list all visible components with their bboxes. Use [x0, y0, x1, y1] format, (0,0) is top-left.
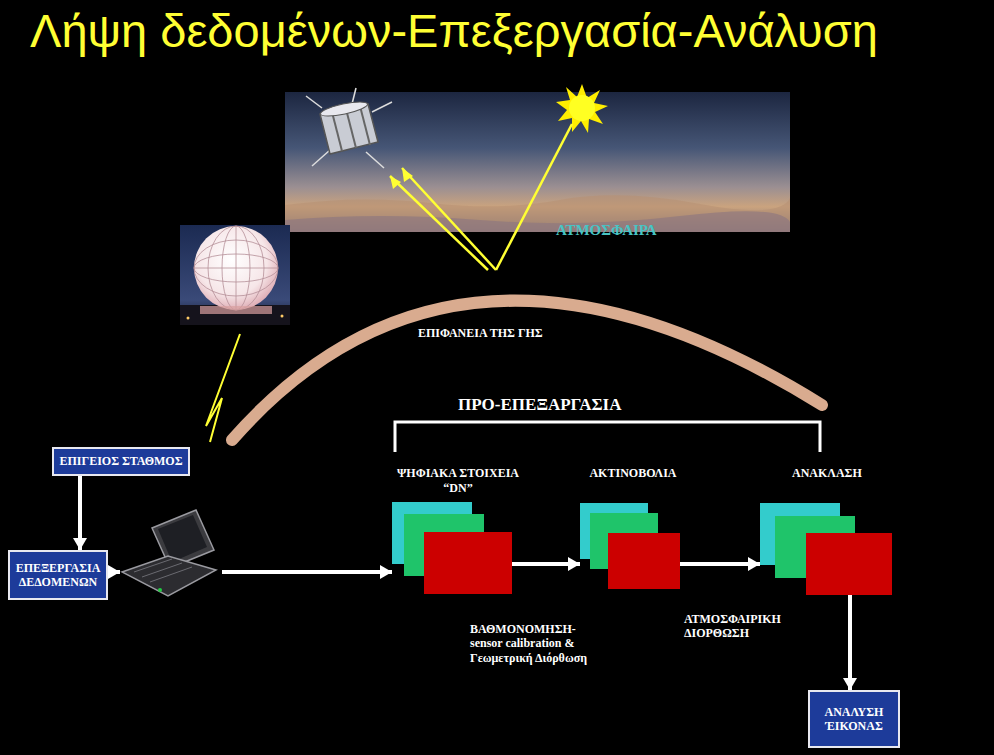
bracket-label: ΠΡΟ-ΕΠΕΞΑΡΓΑΣΙΑ — [458, 395, 621, 415]
arrow-head — [843, 678, 857, 690]
flow-arrow — [843, 595, 857, 690]
box-text: ΑΝΑΛΥΣΗ ΈΙΚΟΝΑΣ — [814, 705, 894, 734]
edge-label: ΒΑΘΜΟΝΟΜΗΣΗ- sensor calibration & Γεωμετ… — [470, 622, 602, 665]
downlink-zigzag — [206, 334, 240, 442]
arrow-head — [380, 565, 392, 579]
flow-arrow — [108, 565, 392, 579]
band-square — [608, 533, 680, 589]
image-bands — [392, 502, 512, 594]
preprocessing-bracket — [395, 422, 820, 452]
laptop-icon — [122, 510, 216, 596]
image-stack-node: ΑΚΤΙΝΟΒΟΛΙΑ — [578, 466, 688, 589]
process-box: ΕΠΕΞΕΡΓΑΣΙΑ ΔΕΔΟΜΕΝΩΝ — [8, 550, 108, 600]
image-stack-node: ΑΝΑΚΛΑΣΗ — [760, 466, 894, 595]
box-text: ΕΠΙΓΕΙΟΣ ΣΤΑΘΜΟΣ — [60, 454, 183, 468]
arrow-head — [568, 557, 580, 571]
flow-arrow — [680, 557, 760, 571]
band-square — [424, 532, 512, 594]
band-square — [806, 533, 892, 595]
arrow-head — [108, 565, 120, 579]
analysis-box: ΑΝΑΛΥΣΗ ΈΙΚΟΝΑΣ — [808, 690, 900, 748]
surface-label: ΕΠΙΦΑΝΕΙΑ ΤΗΣ ΓΗΣ — [418, 326, 543, 340]
image-bands — [580, 503, 680, 589]
flow-arrow — [512, 557, 580, 571]
stack-heading: ΑΚΤΙΝΟΒΟΛΙΑ — [578, 466, 688, 481]
arrow-line — [108, 570, 392, 574]
edge-label: ΑΤΜΟΣΦΑΙΡΙΚΗ ΔΙΟΡΘΩΣΗ — [684, 612, 796, 641]
station-box: ΕΠΙΓΕΙΟΣ ΣΤΑΘΜΟΣ — [52, 447, 190, 476]
radiation-rays — [390, 124, 572, 270]
arrow-head — [73, 538, 87, 550]
sun-icon — [556, 84, 608, 133]
atmosphere-label: ΑΤΜΟΣΦΑΙΡΑ — [556, 221, 657, 239]
arrow-line — [848, 595, 852, 690]
ground-station-photo — [180, 225, 290, 325]
flow-arrow — [73, 476, 87, 550]
earth-surface-arc — [232, 301, 822, 440]
arrow-head — [748, 557, 760, 571]
image-stack-node: ΨΗΦΙΑΚΑ ΣΤΟΙΧΕΙΑ “DN” — [388, 466, 528, 594]
image-bands — [760, 503, 892, 595]
diagram-title: Λήψη δεδομένων-Επεξεργασία-Ανάλυση — [30, 4, 878, 58]
stack-heading: ΨΗΦΙΑΚΑ ΣΤΟΙΧΕΙΑ “DN” — [388, 466, 528, 496]
box-text: ΕΠΕΞΕΡΓΑΣΙΑ ΔΕΔΟΜΕΝΩΝ — [14, 561, 102, 590]
satellite-icon — [306, 88, 392, 168]
stack-heading: ΑΝΑΚΛΑΣΗ — [760, 466, 894, 481]
sky-photo — [285, 92, 790, 232]
